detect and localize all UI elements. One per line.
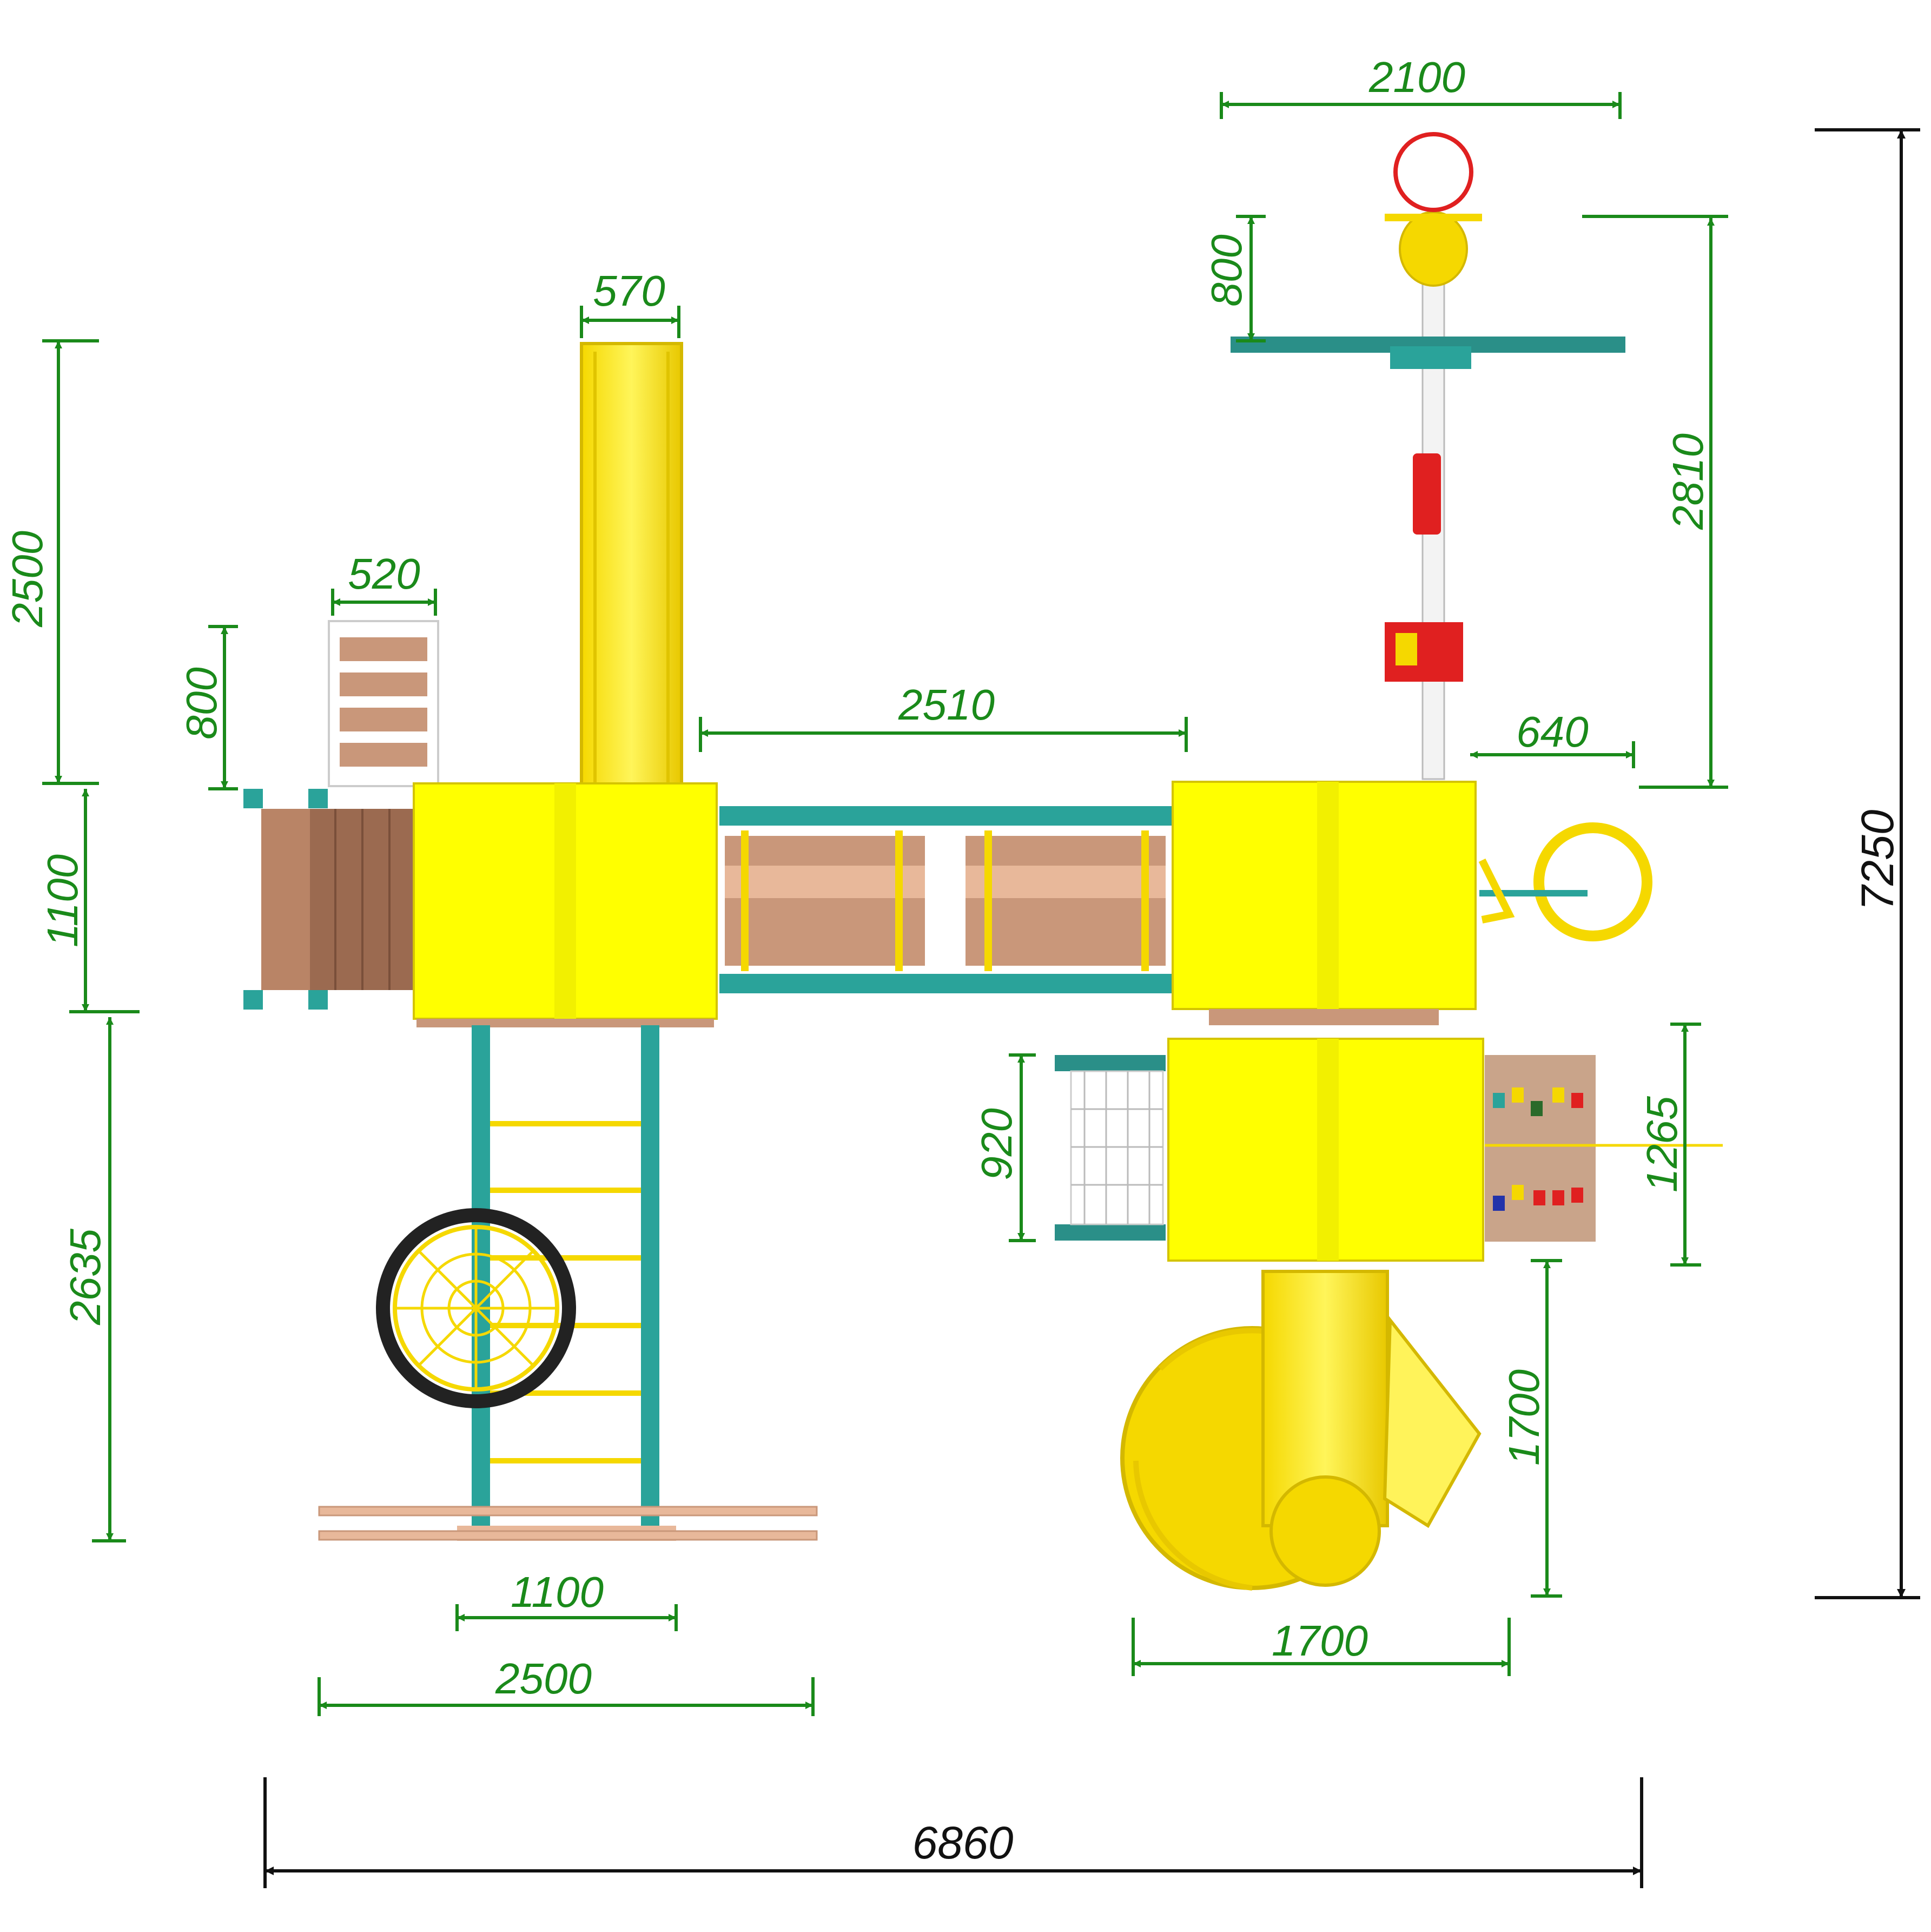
dim-overall-width: 6860 (912, 1817, 1014, 1868)
straight-slide (580, 342, 683, 786)
dim-ladder-width: 1100 (511, 1568, 604, 1616)
basketball-pole (1231, 132, 1625, 780)
dim-left-lower: 2635 (61, 1229, 109, 1326)
dim-stair-height: 800 (177, 667, 226, 739)
dim-hoop-offset: 800 (1202, 234, 1251, 306)
dim-spiral-depth: 1700 (1500, 1369, 1548, 1466)
net-swing (376, 1208, 576, 1408)
dim-bottom-left: 2500 (495, 1654, 592, 1703)
lower-right-roof (1167, 1038, 1484, 1262)
steering-wheel (1478, 822, 1652, 941)
rope-net-ladder (1055, 1055, 1166, 1241)
dim-bridge-length: 2510 (898, 681, 995, 729)
dim-net-width: 920 (973, 1108, 1021, 1180)
bridge (719, 806, 1173, 993)
right-tower-roof (1172, 781, 1477, 1025)
dim-stair-width: 520 (348, 550, 420, 598)
left-deck (243, 789, 414, 1010)
ladder (318, 1025, 818, 1541)
spiral-slide (1120, 1270, 1482, 1591)
climbing-wall (1485, 1055, 1723, 1242)
dimension-lines (42, 92, 1728, 1716)
dim-climb-wall: 1265 (1638, 1096, 1686, 1192)
dim-left-mid: 1100 (38, 854, 87, 947)
dim-slide-width: 570 (593, 267, 665, 315)
left-tower-roof (413, 782, 718, 1027)
dim-right-upper: 2810 (1664, 433, 1712, 530)
dim-overall-depth: 7250 (1852, 809, 1903, 911)
dim-right-small: 640 (1516, 708, 1588, 756)
overall-dimension-lines (263, 128, 1920, 1888)
dim-left-upper: 2500 (3, 531, 51, 628)
dim-spiral-width: 1700 (1272, 1617, 1368, 1665)
dim-hoop-width: 2100 (1368, 53, 1465, 101)
left-stairs (328, 620, 439, 787)
